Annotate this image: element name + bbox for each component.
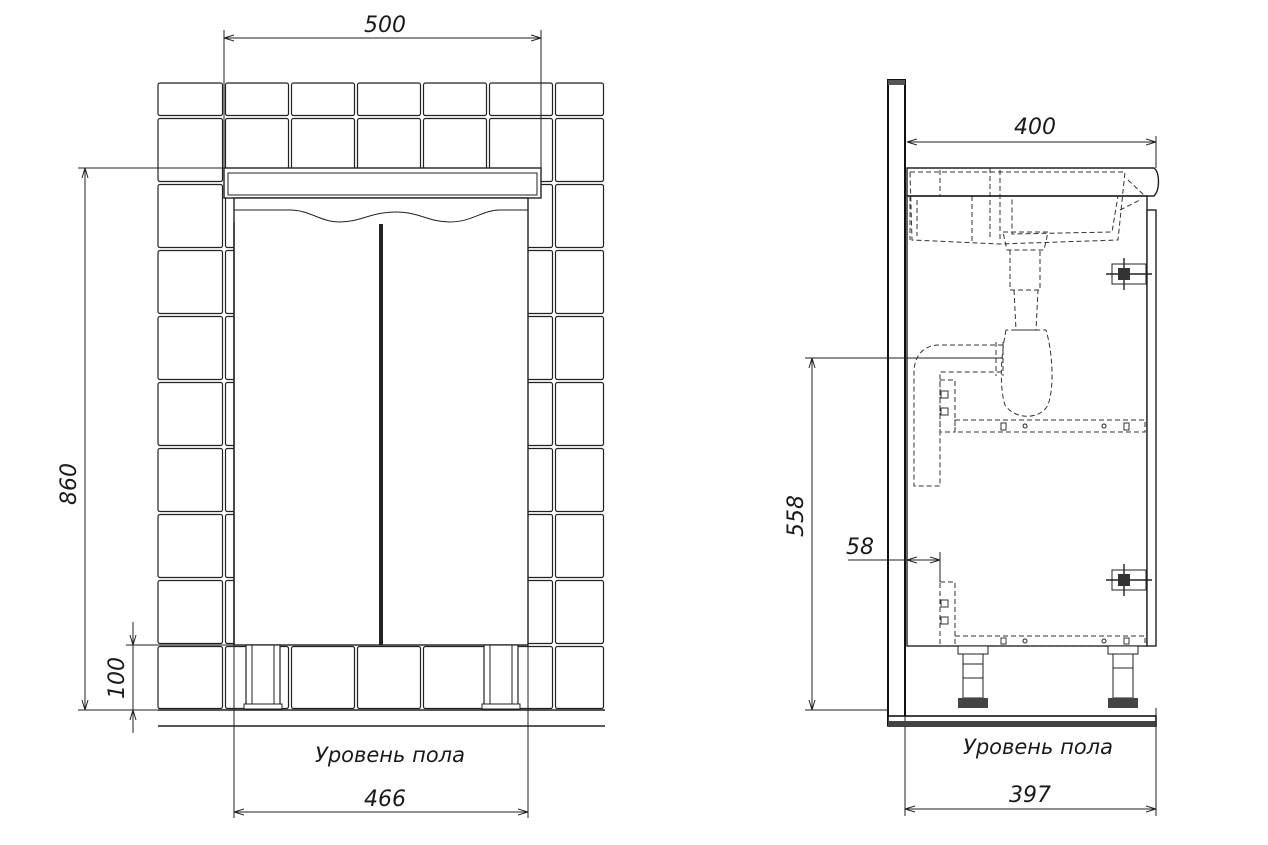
floor-label-front: Уровень пола <box>315 743 465 767</box>
wall-tile <box>157 381 224 447</box>
wall-tile <box>554 183 605 249</box>
front-view: 500 860 100 466 Уровень пола <box>57 13 605 818</box>
wall-tile <box>290 82 356 117</box>
wall-tile <box>356 645 422 710</box>
wall-tile <box>157 117 224 183</box>
vanity-cabinet <box>223 167 542 710</box>
wall-tile <box>157 249 224 315</box>
floor-section <box>887 715 1157 727</box>
dimension-depth-bottom: 397 <box>904 708 1157 816</box>
dimension-height-total: 860 <box>57 167 224 711</box>
dim-558: 558 <box>784 495 809 537</box>
dimension-depth-top: 400 <box>907 115 1157 168</box>
wall-tile <box>157 315 224 381</box>
wall-tile <box>554 447 605 513</box>
floor-label-side: Уровень пола <box>963 735 1113 759</box>
wall-tile <box>157 645 224 710</box>
wall-tile <box>554 82 605 117</box>
dimension-drain-offset: 58 <box>846 535 941 582</box>
wall-tile <box>554 513 605 579</box>
side-leg-back <box>1107 645 1139 708</box>
shelf-lower <box>939 581 1146 647</box>
dim-500: 500 <box>364 13 406 38</box>
door-gap <box>379 224 383 645</box>
wall-tile <box>488 82 554 117</box>
wall-section <box>887 79 906 726</box>
dim-58: 58 <box>846 535 874 560</box>
dimension-width-top: 500 <box>223 13 542 168</box>
dimension-leg-height: 100 <box>105 622 234 733</box>
wall-tile <box>554 117 605 183</box>
dim-397: 397 <box>1009 783 1051 808</box>
wall-tile <box>554 315 605 381</box>
wall-tile <box>157 183 224 249</box>
siphon-drain <box>913 231 1053 487</box>
front-leg-right <box>481 644 521 710</box>
wall-tile <box>554 645 605 710</box>
wall-tile <box>157 82 224 117</box>
wall-tile <box>422 645 488 710</box>
side-leg-front <box>957 645 989 708</box>
shelf-upper <box>939 379 1146 433</box>
wall-tile <box>554 381 605 447</box>
wall-tile <box>157 513 224 579</box>
wall-tile <box>157 579 224 645</box>
dim-100: 100 <box>105 657 130 699</box>
wall-tile <box>290 645 356 710</box>
wall-tile <box>157 447 224 513</box>
hinge-lower <box>1106 564 1152 596</box>
dim-466: 466 <box>364 787 406 812</box>
dimension-drain-height: 558 <box>784 357 1003 711</box>
wall-tile <box>422 82 488 117</box>
side-view: 400 558 58 397 Уровень пола <box>784 79 1160 816</box>
basin-side <box>906 167 1160 245</box>
dimension-width-bottom: 466 <box>233 645 529 818</box>
dim-860: 860 <box>57 463 82 505</box>
wall-tile <box>224 82 290 117</box>
wall-tile <box>356 82 422 117</box>
wall-tile <box>554 579 605 645</box>
hinge-upper <box>1106 258 1152 290</box>
front-leg-left <box>243 644 283 710</box>
dim-400: 400 <box>1014 115 1056 140</box>
floor-line-front <box>158 709 605 727</box>
wall-tile <box>554 249 605 315</box>
